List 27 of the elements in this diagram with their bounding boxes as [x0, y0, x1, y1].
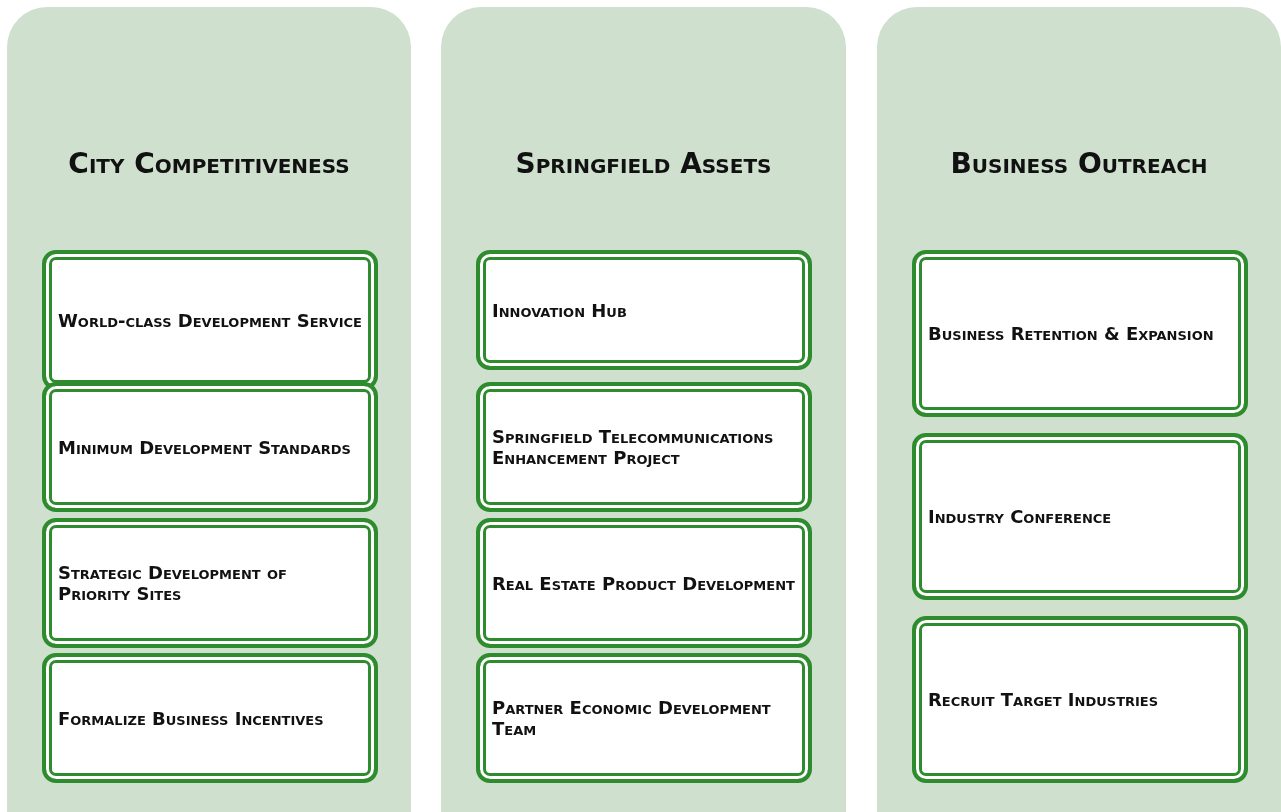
item-box — [912, 433, 1248, 600]
column-heading: Business Outreach — [949, 147, 1209, 180]
item-label: Formalize Business Incentives — [58, 707, 324, 729]
column-panel — [7, 7, 411, 812]
item-label: World-class Development Service — [58, 309, 362, 331]
item-box — [42, 518, 378, 648]
item-label: Recruit Target Industries — [928, 689, 1159, 710]
column-heading: Springfield Assets — [514, 147, 773, 180]
item-label: Industry Conference — [928, 506, 1112, 527]
column-panel — [877, 7, 1281, 812]
item-label: Strategic Development of Priority Sites — [58, 562, 288, 604]
item-label: Business Retention & Expansion — [928, 323, 1214, 344]
item-box — [476, 518, 812, 648]
item-box — [42, 382, 378, 512]
column-heading: City Competitiveness — [67, 147, 351, 180]
item-label: Springfield Telecommunications Enhancement Project — [492, 426, 775, 468]
item-label: Partner Economic Development Team — [492, 697, 772, 739]
item-label: Innovation Hub — [492, 299, 627, 321]
item-label: Minimum Development Standards — [58, 436, 351, 458]
item-box — [476, 250, 812, 370]
item-box — [42, 653, 378, 783]
item-box — [912, 616, 1248, 783]
item-box — [476, 653, 812, 783]
item-box — [476, 382, 812, 512]
item-label: Real Estate Product Development — [492, 572, 795, 594]
item-box — [912, 250, 1248, 417]
column-panel — [441, 7, 846, 812]
